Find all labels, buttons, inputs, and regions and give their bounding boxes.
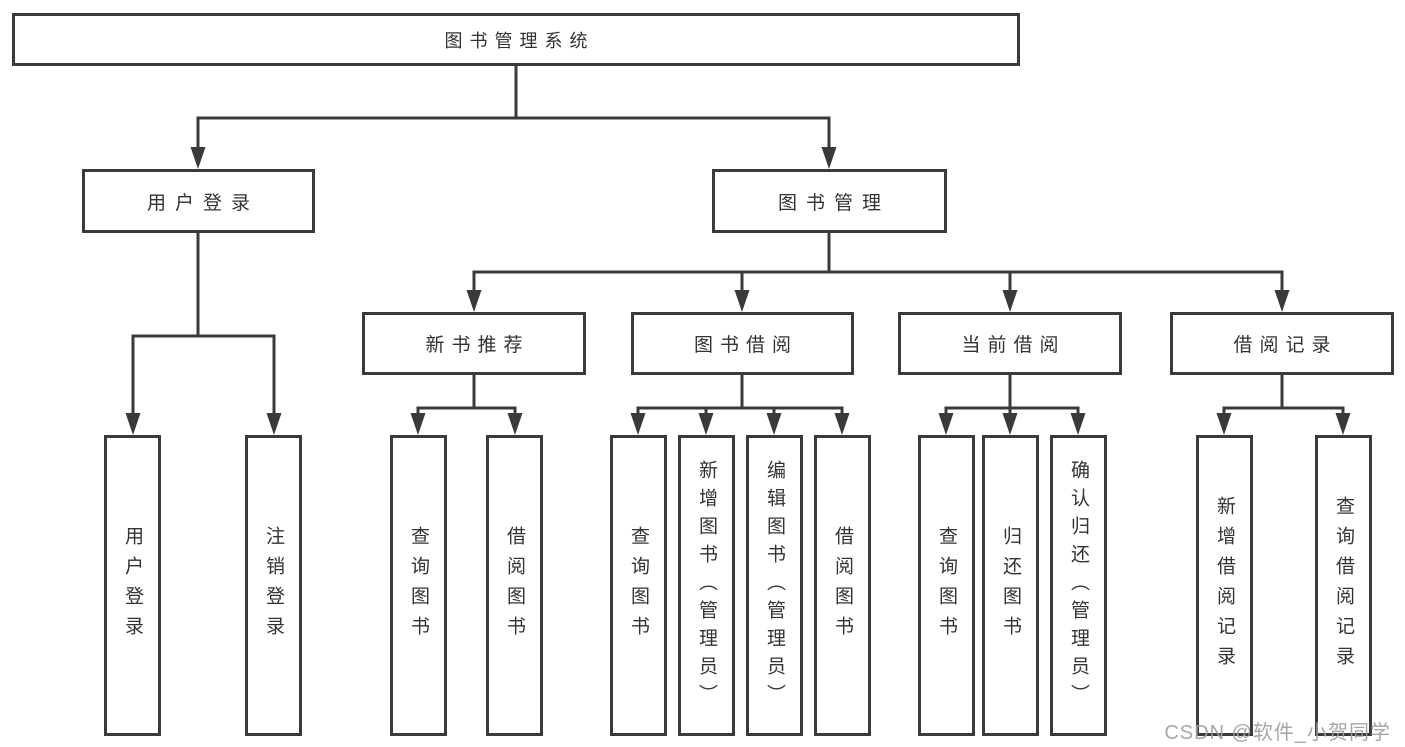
node-current-borrowing: 当前借阅 bbox=[898, 312, 1122, 375]
node-label: 图书管理系统 bbox=[444, 30, 595, 51]
node-new-book-recommendation: 新书推荐 bbox=[362, 312, 586, 375]
leaf-add-borrow-record: 新增借阅记录 bbox=[1196, 435, 1253, 736]
leaf-label: 用户登录 bbox=[122, 525, 143, 646]
leaf-user-login: 用户登录 bbox=[104, 435, 161, 736]
leaf-label: 新增借阅记录 bbox=[1214, 495, 1235, 676]
arrowheads bbox=[125, 147, 1351, 435]
leaf-query-books-recommend: 查询图书 bbox=[390, 435, 447, 736]
leaf-label: 编辑图书（管理员） bbox=[764, 459, 785, 712]
leaf-label: 注销登录 bbox=[263, 525, 284, 646]
leaf-edit-book-admin: 编辑图书（管理员） bbox=[746, 435, 803, 736]
leaf-query-books-borrowing: 查询图书 bbox=[610, 435, 667, 736]
node-borrowing-records: 借阅记录 bbox=[1170, 312, 1394, 375]
leaf-borrow-books-borrowing: 借阅图书 bbox=[814, 435, 871, 736]
leaf-label: 查询图书 bbox=[408, 525, 429, 646]
node-label: 图书管理 bbox=[777, 192, 890, 214]
leaf-label: 新增图书（管理员） bbox=[696, 459, 717, 712]
leaf-label: 归还图书 bbox=[1000, 525, 1021, 646]
leaf-logout: 注销登录 bbox=[245, 435, 302, 736]
node-book-management: 图书管理 bbox=[712, 169, 947, 233]
node-library-management-system: 图书管理系统 bbox=[12, 13, 1020, 66]
node-user-login: 用户登录 bbox=[82, 169, 315, 233]
leaf-label: 查询借阅记录 bbox=[1333, 495, 1354, 676]
leaf-borrow-books-recommend: 借阅图书 bbox=[486, 435, 543, 736]
leaf-label: 查询图书 bbox=[628, 525, 649, 646]
node-label: 新书推荐 bbox=[425, 335, 530, 356]
node-label: 用户登录 bbox=[146, 192, 259, 214]
leaf-return-books: 归还图书 bbox=[982, 435, 1039, 736]
node-book-borrowing: 图书借阅 bbox=[631, 312, 854, 375]
leaf-label: 借阅图书 bbox=[832, 525, 853, 646]
leaf-label: 借阅图书 bbox=[504, 525, 525, 646]
leaf-query-books-current: 查询图书 bbox=[918, 435, 975, 736]
leaf-add-book-admin: 新增图书（管理员） bbox=[678, 435, 735, 736]
leaf-query-borrow-record: 查询借阅记录 bbox=[1315, 435, 1372, 736]
watermark-text: CSDN @软件_小贺同学 bbox=[1164, 722, 1391, 744]
node-label: 当前借阅 bbox=[961, 335, 1066, 356]
node-label: 图书借阅 bbox=[693, 335, 798, 356]
leaf-confirm-return-admin: 确认归还（管理员） bbox=[1050, 435, 1107, 736]
node-label: 借阅记录 bbox=[1233, 335, 1338, 356]
leaf-label: 确认归还（管理员） bbox=[1068, 459, 1089, 712]
leaf-label: 查询图书 bbox=[936, 525, 957, 646]
